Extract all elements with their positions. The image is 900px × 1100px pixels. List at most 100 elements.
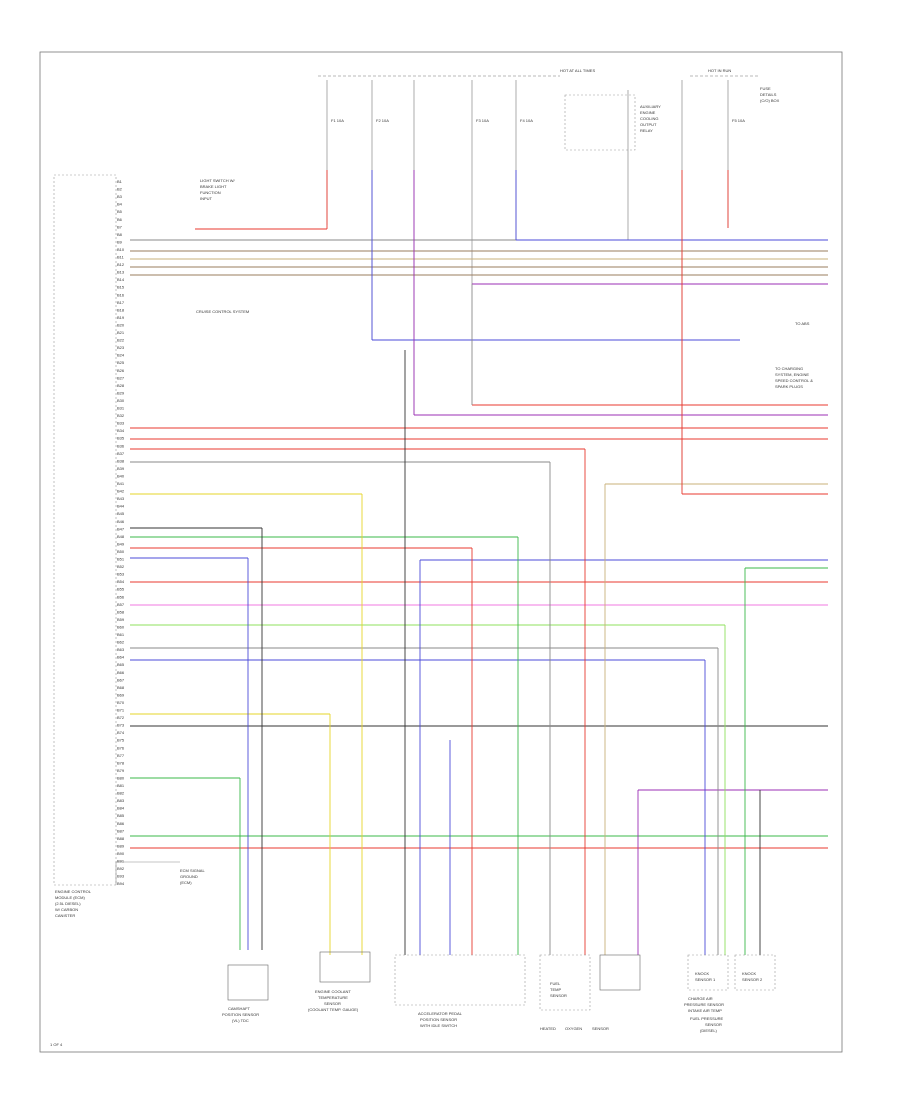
relay: AUXILIARY ENGINE COOLING OUTPUT RELAY: [564, 90, 661, 240]
pin-label: B57: [117, 602, 125, 607]
coolant-sensor-box: [319, 951, 371, 983]
fuse-note: (C/O) BOX: [760, 98, 780, 103]
pin-label: B30: [117, 398, 125, 403]
note-to-charging: SPEED CONTROL &: [775, 378, 813, 383]
pin-label: B20: [117, 322, 125, 327]
fuel-sensor-label: FUEL: [550, 981, 561, 986]
cam-sensor-label: CAMSHAFT: [228, 1006, 251, 1011]
diagram-frame: [39, 51, 843, 1053]
note-to-charging: SYSTEM, ENGINE: [775, 372, 809, 377]
pin-label: B31: [117, 406, 125, 411]
cam-sensor-box: [227, 964, 269, 1001]
pin-label: B87: [117, 828, 125, 833]
o2-sensor-box: [599, 954, 641, 991]
knock-sensor-label: KNOCK: [695, 971, 710, 976]
fuel-sensor-label: TEMP: [550, 987, 561, 992]
pin-label: B6: [117, 217, 123, 222]
pin-label: B26: [117, 368, 125, 373]
o2-sensor-label: HEATED: [540, 1026, 556, 1031]
fuse-label: F3 10A: [476, 118, 489, 123]
note-light-switch: LIGHT SWITCH W/: [200, 178, 235, 183]
pin-label: B18: [117, 307, 125, 312]
pin-label: B86: [117, 821, 125, 826]
page-marker: 1 OF 4: [50, 1042, 63, 1047]
note-to-charging: SPARK PLUGS: [775, 384, 803, 389]
pin-label: B15: [117, 285, 125, 290]
pin-label: B1: [117, 179, 123, 184]
fuse-label: F1 10A: [331, 118, 344, 123]
pin-label: B82: [117, 791, 125, 796]
pin-label: B77: [117, 753, 125, 758]
pin-label: B44: [117, 504, 125, 509]
pin-label: B28: [117, 383, 125, 388]
ecm-label: ENGINE CONTROL MODULE (ECM) (2.5L DIESEL…: [55, 889, 92, 918]
throttle-label: ACCELERATOR PEDAL: [418, 1011, 463, 1016]
pin-label: B85: [117, 813, 125, 818]
pin-label: B51: [117, 557, 125, 562]
pin-label: B55: [117, 587, 125, 592]
pin-label: B34: [117, 428, 125, 433]
o2-sensor-label: OXYGEN: [565, 1026, 582, 1031]
pin-label: B88: [117, 836, 125, 841]
note-ground: GROUND: [180, 874, 198, 879]
pin-label: B78: [117, 760, 125, 765]
pin-label: B61: [117, 632, 125, 637]
ecm-label-line: ENGINE CONTROL: [55, 889, 92, 894]
pin-label: B64: [117, 655, 125, 660]
knock-sensor-box: [734, 954, 776, 991]
pin-label: B48: [117, 534, 125, 539]
component-throttle: ACCELERATOR PEDAL POSITION SENSOR WITH I…: [394, 954, 526, 1028]
relay-label: AUXILIARY: [640, 104, 661, 109]
note-ground: ECM SIGNAL: [180, 868, 205, 873]
relay-label: COOLING: [640, 116, 658, 121]
pin-label: B19: [117, 315, 125, 320]
fuse-note: FUSE: [760, 86, 771, 91]
pin-label: B12: [117, 262, 125, 267]
pin-label: B60: [117, 624, 125, 629]
component-knock-sensors: KNOCK SENSOR 1 KNOCK SENSOR 2 CHARGE AIR…: [684, 954, 776, 1033]
pin-label: B58: [117, 609, 125, 614]
pin-label: B3: [117, 194, 123, 199]
component-cam-sensor: CAMSHAFT POSITION SENSOR (VL) TDC: [222, 964, 269, 1023]
fuel-sensor-label: SENSOR: [550, 993, 567, 998]
pin-label: B71: [117, 708, 125, 713]
pin-label: B11: [117, 255, 125, 260]
note-light-switch: FUNCTION: [200, 190, 221, 195]
pin-label: B17: [117, 300, 125, 305]
cam-sensor-label: POSITION SENSOR: [222, 1012, 259, 1017]
ecm-label-line: W/ CARBON: [55, 907, 78, 912]
pin-label: B23: [117, 345, 125, 350]
pin-label: B9: [117, 239, 123, 244]
pin-label: B47: [117, 526, 125, 531]
coolant-sensor-label: TEMPERATURE: [318, 995, 348, 1000]
pin-label: B66: [117, 670, 125, 675]
pin-label: B75: [117, 738, 125, 743]
pin-label: B36: [117, 443, 125, 448]
component-o2-sensor: HEATED OXYGEN SENSOR: [540, 954, 641, 1031]
ecm-pin-list: B1B2B3B4B5B6B7B8B9B10B11B12B13B14B15B16B…: [117, 179, 125, 886]
ecm-label-line: (2.5L DIESEL): [55, 901, 81, 906]
relay-label: RELAY: [640, 128, 653, 133]
fuel-pressure-label: (DIESEL): [700, 1028, 718, 1033]
pin-label: B84: [117, 806, 125, 811]
pin-label: B74: [117, 730, 125, 735]
note-to-charging: TO CHARGING: [775, 366, 803, 371]
pin-label: B89: [117, 843, 125, 848]
pin-label: B79: [117, 768, 125, 773]
pin-label: B29: [117, 390, 125, 395]
pin-label: B76: [117, 745, 125, 750]
pin-label: B63: [117, 647, 125, 652]
pin-label: B39: [117, 466, 125, 471]
pin-label: B8: [117, 232, 123, 237]
fuel-pressure-label: FUEL PRESSURE: [690, 1016, 724, 1021]
wire-ground: [115, 861, 180, 885]
pin-label: B50: [117, 549, 125, 554]
pin-label: B80: [117, 775, 125, 780]
pin-label: B54: [117, 579, 125, 584]
pin-label: B21: [117, 330, 125, 335]
fuse-note: DETAILS: [760, 92, 777, 97]
charge-air-label: CHARGE AIR: [688, 996, 713, 1001]
bus-label-right: HOT IN RUN: [708, 68, 731, 73]
ecm-label-line: MODULE (ECM): [55, 895, 85, 900]
